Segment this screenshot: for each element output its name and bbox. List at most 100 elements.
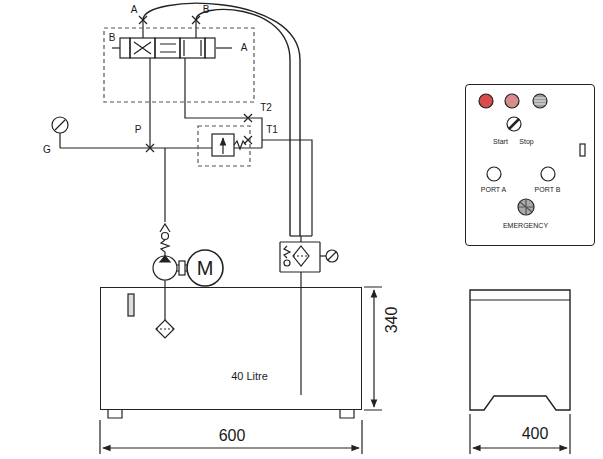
hydraulic-line <box>185 58 248 118</box>
panel-lamps <box>505 94 519 108</box>
directional-valve <box>160 44 176 52</box>
port-label: B <box>203 5 210 15</box>
solenoid-label: B <box>109 33 116 43</box>
suction-strainer <box>156 328 174 329</box>
port-coupling <box>142 20 143 38</box>
relief-valve <box>222 138 223 154</box>
port-coupling <box>195 20 196 38</box>
tank-feet <box>108 294 354 418</box>
dimension-line <box>103 447 359 448</box>
return-filter <box>300 236 301 242</box>
check-valve <box>160 224 170 232</box>
selector-knob <box>507 117 521 131</box>
tank-feet <box>340 410 354 418</box>
port-coupling <box>139 16 200 38</box>
port-label: A <box>131 5 138 15</box>
emergency-button <box>518 199 534 215</box>
dimension-line <box>364 287 382 410</box>
dimension-label: 600 <box>216 428 249 444</box>
dimension-line <box>470 414 570 454</box>
tank-capacity: 40 Litre <box>229 370 270 383</box>
pressure-gauge <box>55 120 65 130</box>
check-valve <box>160 148 170 256</box>
return-filter <box>293 255 309 256</box>
dimension-label: 400 <box>519 426 552 442</box>
dimension-line <box>100 420 362 454</box>
emergency-button <box>518 199 534 215</box>
panel-switch <box>580 144 585 156</box>
directional-valve <box>112 47 120 48</box>
dimension-line <box>100 420 362 454</box>
return-filter <box>328 252 336 260</box>
motor-outline <box>187 250 223 286</box>
directional-valve <box>184 40 201 56</box>
check-valve <box>164 148 165 222</box>
pump-symbol <box>153 256 187 280</box>
hydraulic-line <box>244 136 252 144</box>
tank-side-view <box>470 290 570 410</box>
port-label: G <box>43 145 51 155</box>
dimension-line <box>473 447 567 448</box>
solenoid-label: A <box>241 43 248 53</box>
motor-symbol: M <box>187 250 223 286</box>
selector-knob <box>509 119 519 129</box>
hose <box>143 3 300 236</box>
return-filter <box>320 255 326 256</box>
valve-housing <box>104 28 254 102</box>
panel-switch <box>580 144 585 156</box>
suction-strainer <box>164 280 165 320</box>
button-label: PORT B <box>535 186 561 193</box>
relief-valve <box>212 134 246 156</box>
dimension-line <box>364 287 382 410</box>
port-label: P <box>135 125 142 135</box>
motor-outline <box>187 250 223 286</box>
directional-valve <box>155 38 180 58</box>
directional-valve <box>112 38 232 58</box>
directional-valve <box>120 38 130 58</box>
control-panel: StartStopPORT APORT BEMERGENCY <box>465 84 595 246</box>
tank-side-view <box>470 290 570 410</box>
pressure-gauge <box>52 117 68 133</box>
directional-valve <box>134 42 151 54</box>
dimension-line <box>470 414 570 454</box>
push-button <box>487 167 501 181</box>
panel-lamps <box>479 94 493 108</box>
suction-strainer <box>156 320 174 338</box>
push-button <box>541 167 555 181</box>
hydraulic-line <box>149 58 150 148</box>
port-label: T1 <box>266 125 278 135</box>
pressure-gauge <box>59 133 60 148</box>
selector-knob <box>507 117 521 131</box>
return-filter <box>293 246 309 266</box>
directional-valve <box>130 38 155 58</box>
pump-symbol <box>179 261 185 275</box>
return-filter <box>284 246 290 258</box>
panel-lamps <box>533 94 547 108</box>
dimension-line <box>373 290 374 407</box>
relief-valve <box>212 134 234 156</box>
hydraulic-line <box>60 58 312 236</box>
hydraulic-line <box>146 144 154 152</box>
motor-letter: M <box>197 258 214 278</box>
directional-valve <box>180 38 205 58</box>
panel-lamps <box>534 98 546 104</box>
port-label: T2 <box>260 103 272 113</box>
check-valve <box>162 233 169 240</box>
button-label: PORT A <box>481 186 506 193</box>
emergency-button <box>518 199 534 215</box>
return-filter <box>280 242 320 272</box>
relief-housing <box>198 126 250 166</box>
check-valve <box>161 240 169 256</box>
return-filter <box>326 250 338 262</box>
return-filter <box>284 260 290 266</box>
return-filter <box>300 272 301 395</box>
hose <box>143 3 300 236</box>
pump-symbol <box>153 256 177 280</box>
tank-feet <box>128 294 134 316</box>
directional-valve <box>205 38 215 58</box>
pump-symbol <box>160 256 170 262</box>
relief-valve <box>234 141 246 149</box>
panel-lamps <box>479 94 547 108</box>
dimension-label: 340 <box>384 307 400 334</box>
